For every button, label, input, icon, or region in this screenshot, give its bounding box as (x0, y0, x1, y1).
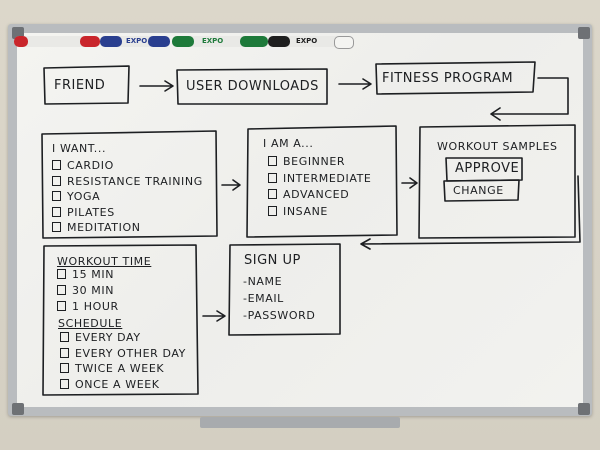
checkbox[interactable] (268, 205, 277, 216)
arrow-friend-downloads (139, 80, 174, 92)
approve-box (445, 157, 523, 182)
marker-brand-text: EXPO (126, 37, 148, 45)
fitness-box (375, 61, 536, 95)
arrow-time-signup (202, 310, 226, 322)
schedule-title: Schedule (58, 317, 123, 330)
iwant-label: Resistance Training (67, 174, 203, 188)
iama-item[interactable]: Intermediate (268, 172, 371, 187)
iwant-title: I Want... (52, 142, 107, 155)
iama-item[interactable]: Beginner (268, 155, 345, 170)
signup-field-label: -Name (243, 275, 283, 288)
signup-title: Sign Up (244, 253, 301, 268)
downloads-label: User Downloads (186, 79, 319, 94)
iwant-label: Pilates (67, 205, 115, 219)
workout-time-label: 15 min (72, 268, 115, 281)
workout-time-title: Workout Time (57, 255, 152, 268)
downloads-box (176, 68, 328, 105)
schedule-label: Every Other Day (75, 346, 186, 360)
checkbox[interactable] (52, 206, 61, 217)
workout-time-item[interactable]: 15 min (57, 268, 114, 283)
arrow-downloads-fitness (338, 78, 372, 90)
iama-item[interactable]: Insane (268, 205, 328, 220)
whiteboard-surface (17, 33, 583, 407)
change-box (443, 179, 520, 202)
checkbox[interactable] (52, 160, 61, 170)
black-marker[interactable]: EXPO (268, 36, 354, 49)
iwant-item[interactable]: Resistance Training (52, 175, 203, 190)
signup-field-label: -Password (243, 309, 316, 322)
iama-box (246, 125, 398, 238)
checkbox[interactable] (57, 285, 66, 295)
marker-brand-text: EXPO (202, 37, 224, 45)
red-marker[interactable] (14, 36, 100, 47)
change-button[interactable]: Change (453, 184, 504, 197)
checkbox[interactable] (60, 363, 69, 373)
schedule-label: Twice a Week (75, 362, 165, 375)
arrow-iwant-iama (221, 179, 241, 191)
time-box (42, 244, 199, 396)
approve-button[interactable]: Approve (455, 161, 520, 176)
iama-item[interactable]: Advanced (268, 188, 349, 203)
friend-box (43, 65, 130, 105)
signup-box (228, 243, 341, 336)
checkbox[interactable] (52, 191, 61, 201)
frame-corner (578, 403, 590, 415)
checkbox[interactable] (60, 378, 69, 389)
iwant-item[interactable]: Yoga (52, 190, 100, 205)
signup-field-label: -Email (243, 292, 284, 305)
workout-time-label: 1 hour (72, 300, 119, 313)
schedule-item[interactable]: Twice a Week (60, 362, 164, 377)
frame-corner (578, 27, 590, 39)
checkbox[interactable] (268, 189, 277, 199)
marker-brand-text: EXPO (296, 37, 318, 45)
iama-label: Intermediate (283, 171, 372, 185)
signup-field-item: -Email (243, 292, 284, 307)
iwant-item[interactable]: Pilates (52, 206, 115, 221)
arrow-fitness-down (490, 77, 569, 121)
checkbox[interactable] (60, 347, 69, 358)
marker-tray (200, 417, 400, 428)
checkbox[interactable] (57, 301, 66, 311)
iwant-label: Yoga (67, 190, 101, 203)
iama-title: I am a... (263, 137, 314, 150)
iwant-label: Cardio (67, 159, 114, 172)
iwant-item[interactable]: Meditation (52, 221, 141, 236)
schedule-item[interactable]: Every Day (60, 331, 141, 346)
samples-box (418, 124, 576, 239)
checkbox[interactable] (268, 172, 277, 183)
checkbox[interactable] (52, 175, 61, 186)
iwant-item[interactable]: Cardio (52, 159, 114, 174)
iama-label: Insane (283, 204, 328, 218)
iwant-label: Meditation (67, 221, 141, 234)
samples-title: Workout Samples (437, 140, 558, 153)
signup-field-item: -Password (243, 309, 315, 324)
green-marker[interactable]: EXPO (172, 36, 268, 47)
iama-label: Advanced (283, 188, 350, 201)
frame-corner (12, 403, 24, 415)
checkbox[interactable] (268, 156, 277, 166)
arrow-iama-samples (401, 177, 418, 189)
signup-field-item: -Name (243, 275, 282, 290)
schedule-item[interactable]: Every Other Day (60, 347, 186, 362)
workout-time-item[interactable]: 1 hour (57, 300, 119, 315)
fitness-label: Fitness Program (382, 71, 514, 86)
arrow-samples-back (360, 175, 581, 250)
workout-time-item[interactable]: 30 min (57, 284, 114, 299)
checkbox[interactable] (57, 269, 66, 279)
schedule-label: Every Day (75, 331, 141, 344)
blue-marker[interactable]: EXPO (100, 36, 170, 47)
friend-label: Friend (54, 78, 106, 93)
schedule-item[interactable]: Once a Week (60, 378, 160, 393)
workout-time-label: 30 min (72, 284, 115, 297)
iwant-box (41, 130, 218, 239)
iama-label: Beginner (283, 155, 346, 168)
schedule-label: Once a Week (75, 377, 160, 391)
checkbox[interactable] (52, 222, 61, 232)
checkbox[interactable] (60, 332, 69, 342)
